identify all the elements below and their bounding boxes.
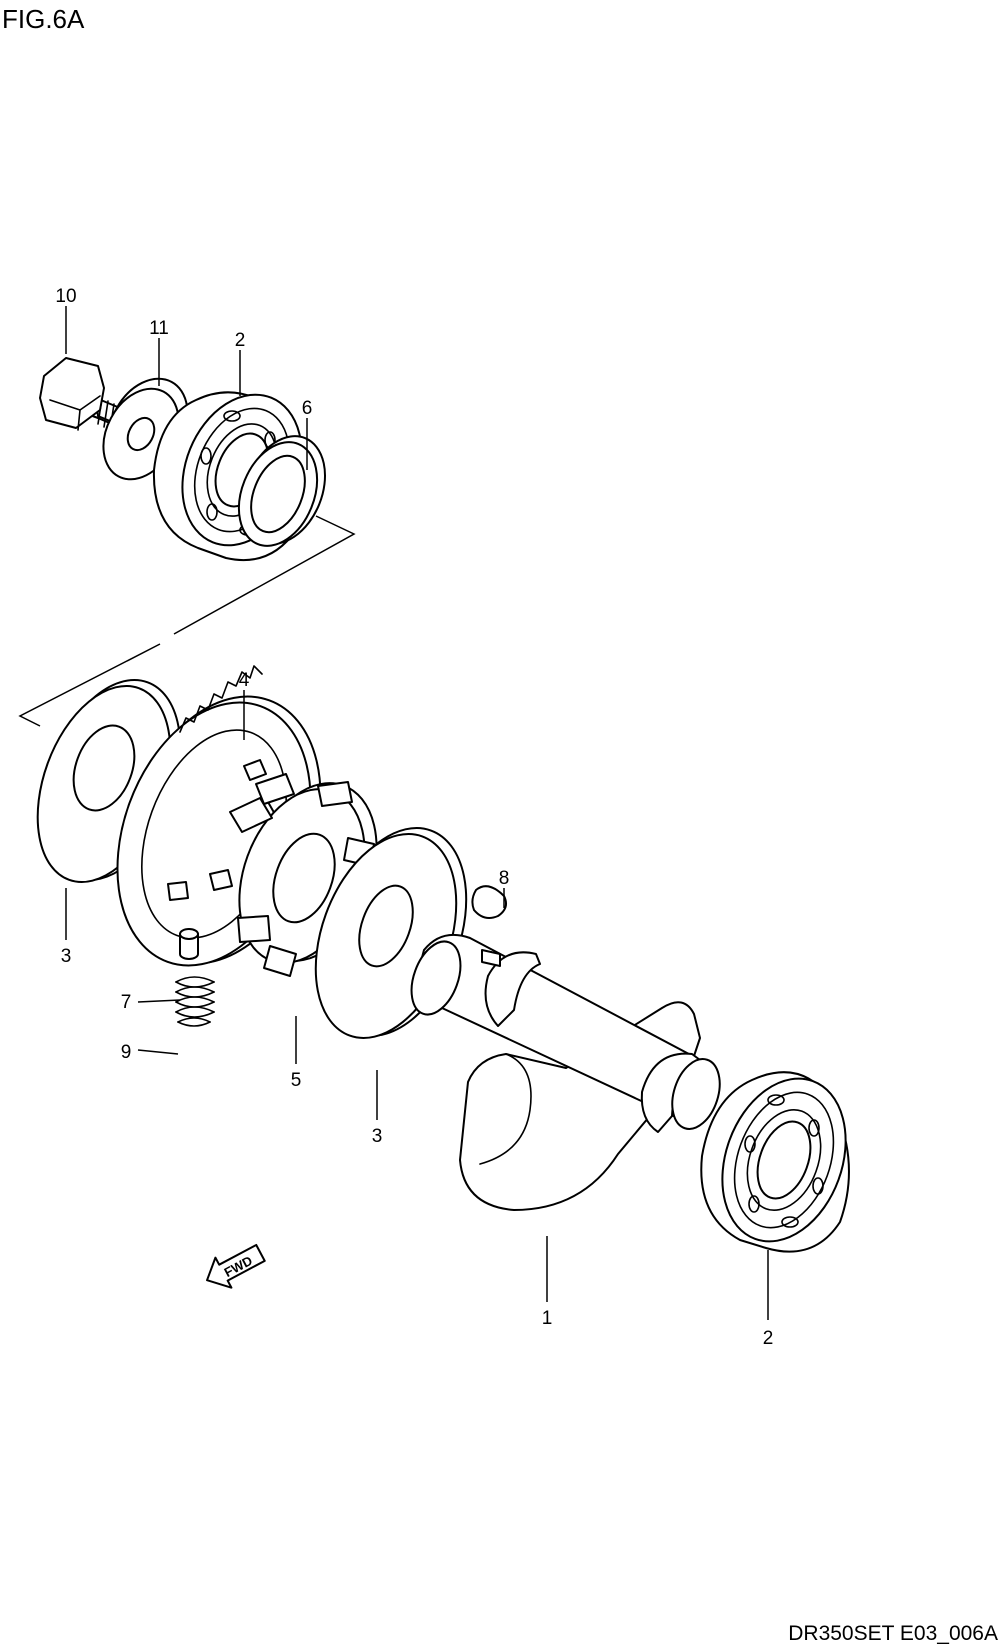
callout-5: 5 (291, 1070, 302, 1091)
callout-2-top: 2 (235, 330, 246, 351)
callout-3-left: 3 (61, 946, 72, 967)
figure-title: FIG.6A (2, 4, 85, 34)
bearing-2-bottom (700, 1071, 850, 1253)
leader-9 (137, 1049, 179, 1055)
callout-8: 8 (499, 868, 510, 889)
callout-1: 1 (542, 1308, 553, 1329)
fwd-arrow-icon: FWD (206, 1243, 266, 1289)
pin-7 (179, 928, 199, 960)
assembly-bracket-line (173, 515, 356, 635)
drawing-code: DR350SET E03_006A (788, 1622, 998, 1645)
callout-10: 10 (55, 286, 76, 307)
assembly-bracket-line-lower (18, 643, 161, 727)
key-8 (471, 885, 507, 919)
callout-4: 4 (239, 670, 250, 691)
spring-9 (175, 976, 215, 1027)
callout-11: 11 (149, 318, 169, 339)
ring-6 (237, 435, 327, 547)
callout-9: 9 (121, 1042, 132, 1063)
callout-7: 7 (121, 992, 132, 1013)
callout-6: 6 (302, 398, 313, 419)
kick-shaft-1 (410, 934, 721, 1211)
callout-2-bottom: 2 (763, 1328, 774, 1349)
leader-7 (137, 999, 181, 1003)
callout-3-mid: 3 (372, 1126, 383, 1147)
